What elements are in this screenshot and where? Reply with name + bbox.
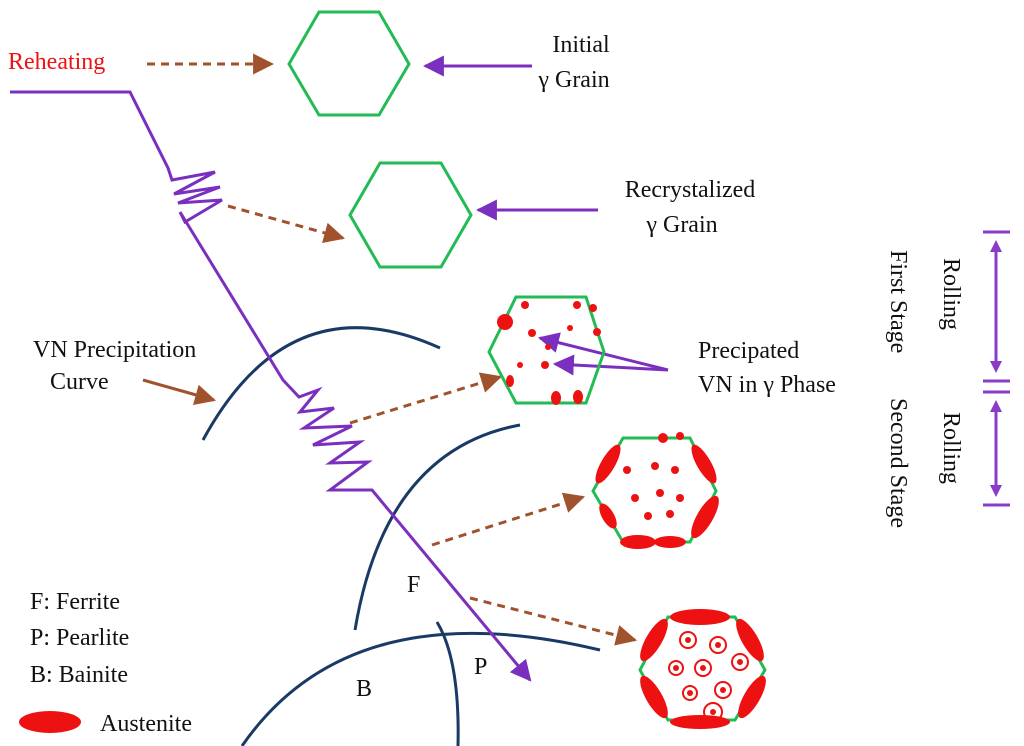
ferrite-start-curve xyxy=(353,423,521,631)
initial-grain-label-2: γ Grain xyxy=(537,67,609,93)
second-stage-label: Second Stage xyxy=(885,398,911,528)
initial-grain-hexagon xyxy=(287,10,411,117)
rolling-label-2: Rolling xyxy=(938,412,964,484)
process-line xyxy=(10,90,532,682)
dashed-arrow-final xyxy=(469,596,638,646)
stage-bracket xyxy=(983,230,1010,507)
vn-curve-label-2: Curve xyxy=(50,369,109,395)
legend-bainite: B: Bainite xyxy=(30,662,128,688)
rolling-label-1: Rolling xyxy=(938,258,964,330)
reheating-label: Reheating xyxy=(8,49,105,75)
final-grain xyxy=(638,609,767,729)
pearlite-curve xyxy=(435,621,460,746)
legend-austenite: Austenite xyxy=(100,711,192,737)
dashed-arrow-precip xyxy=(349,372,503,425)
region-b-label: B xyxy=(356,676,372,702)
vn-curve-label-1: VN Precipitation xyxy=(33,337,196,363)
initial-grain-label-1: Initial xyxy=(552,32,610,58)
austenite-legend-swatch xyxy=(19,711,81,733)
vn-precipitation-curve xyxy=(201,326,441,441)
dashed-arrow-ferrite xyxy=(431,492,586,547)
pointer-precip-2 xyxy=(552,354,669,376)
recryst-grain-label-1: Recrystalized xyxy=(625,177,756,203)
recryst-grain-label-2: γ Grain xyxy=(645,212,717,238)
pointer-vn-curve xyxy=(142,378,217,405)
precip-label-2: VN in γ Phase xyxy=(698,372,836,398)
recrystallized-grain-hexagon xyxy=(348,161,473,269)
bainite-curve xyxy=(240,631,601,746)
region-f-label: F xyxy=(407,572,420,598)
precip-label-1: Precipated xyxy=(698,338,799,364)
region-p-label: P xyxy=(474,654,487,680)
first-stage-label: First Stage xyxy=(885,250,911,353)
ferrite-grain xyxy=(591,432,719,549)
legend-ferrite: F: Ferrite xyxy=(30,589,120,615)
precipitated-grain xyxy=(487,295,606,405)
dashed-arrow-recryst xyxy=(227,204,346,244)
legend-pearlite: P: Pearlite xyxy=(30,625,129,651)
